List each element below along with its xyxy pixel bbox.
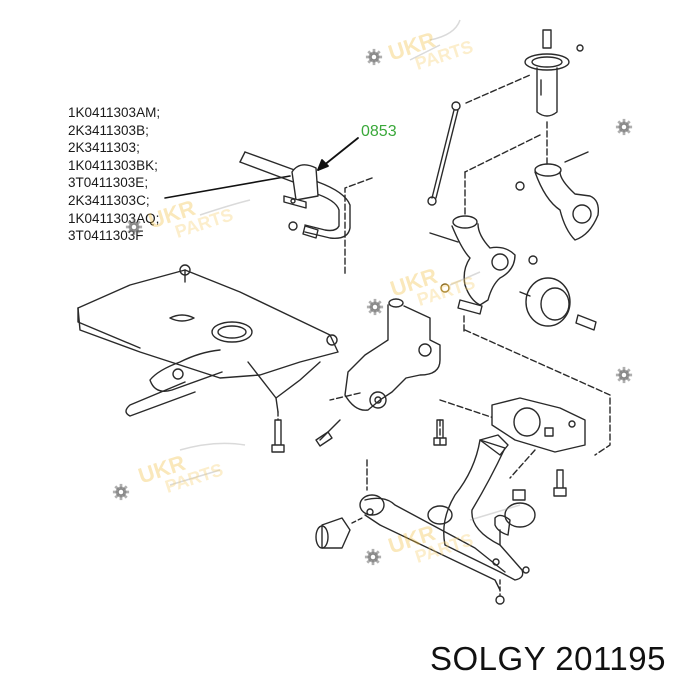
part-number: 1K0411303AM;	[68, 105, 161, 120]
bolt-b	[553, 469, 567, 497]
gear-icon	[364, 548, 382, 566]
part-number-list: 1K0411303AM; 2K3411303B; 2K3411303; 1K04…	[68, 104, 160, 245]
lower-control-arm	[359, 434, 530, 591]
subframe	[77, 264, 339, 417]
bolt-a	[433, 419, 447, 446]
part-number: 1K0411303AQ;	[68, 210, 160, 226]
part-number: 2K3411303;	[68, 140, 140, 156]
steering-knuckle-left	[429, 215, 538, 333]
gear-icon	[615, 366, 633, 384]
stabilizer-link	[427, 74, 531, 206]
subframe-mount-bracket	[315, 298, 441, 447]
part-number: 3T0411303F	[68, 228, 144, 244]
wheel-hub	[519, 277, 597, 331]
part-list-leader-line	[164, 175, 291, 199]
callout-label: 0853	[361, 123, 397, 140]
stabilizer-bar	[239, 151, 351, 239]
gear-icon	[615, 118, 633, 136]
part-number: 2K3411303B;	[68, 122, 149, 138]
gear-icon	[125, 218, 143, 236]
control-arm-bushing-front	[315, 517, 351, 549]
ball-joint-nut	[495, 595, 505, 605]
gear-icon	[112, 483, 130, 501]
product-label: SOLGY 201195	[430, 640, 666, 677]
stabilizer-bushing	[283, 164, 319, 239]
part-number: 1K0411303BK;	[68, 157, 158, 173]
part-number: 2K3411303C;	[68, 192, 150, 208]
subframe-bolt	[271, 419, 285, 453]
gear-icon	[365, 48, 383, 66]
shock-absorber-strut	[524, 29, 584, 117]
control-arm-bushing-rear	[491, 397, 586, 453]
gear-icon	[366, 298, 384, 316]
part-number: 3T0411303E;	[68, 175, 149, 191]
steering-knuckle-right	[515, 151, 600, 241]
ball-joint	[494, 489, 536, 546]
callout-arrow	[317, 137, 359, 171]
